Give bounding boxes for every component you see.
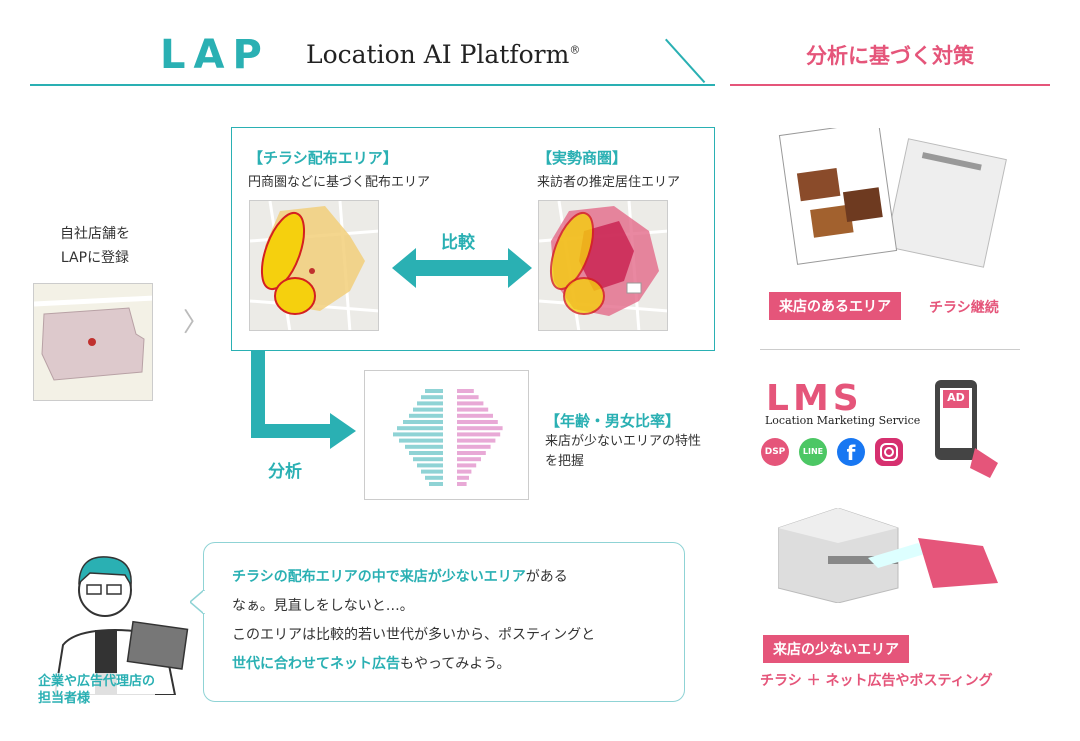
pyramid-bar-left <box>399 438 443 443</box>
analysis-label: 分析 <box>268 462 302 482</box>
lap-logo: LAP <box>160 32 270 78</box>
flyer-area-map <box>249 200 379 331</box>
age-pyramid-chart <box>364 370 529 500</box>
pyramid-bar-right <box>457 413 493 418</box>
pyramid-bar-left <box>405 444 443 449</box>
pyramid-bar-right <box>457 469 472 474</box>
pyramid-bar-left <box>409 413 443 418</box>
pyramid-bar-right <box>457 482 467 486</box>
pyramid-bar-left <box>421 395 443 400</box>
pyramid-bar-left <box>409 451 443 455</box>
pyramid-bar-left <box>417 401 443 406</box>
pyramid-bar-right <box>457 432 501 437</box>
bubble-text: チラシの配布エリアの中で来店が少ないエリアがある なぁ。見直しをしないと…。 こ… <box>232 569 596 672</box>
pyramid-bar-left <box>425 389 443 393</box>
pyramid-bar-left <box>413 407 443 412</box>
pyramid-bar-right <box>457 438 496 443</box>
persona-illustration <box>35 545 195 699</box>
logo-text: Location AI Platform® <box>306 40 581 69</box>
right-header-title: 分析に基づく対策 <box>806 44 974 68</box>
chevron-right-icon: 〉 <box>183 308 210 338</box>
age-ratio-desc: 来店が少ないエリアの特性 を把握 <box>545 434 702 469</box>
double-arrow-icon <box>392 246 532 294</box>
store-map <box>33 283 153 401</box>
pyramid-bar-right <box>457 444 491 449</box>
pyramid-bar-left <box>421 469 443 474</box>
right-divider <box>760 349 1020 350</box>
lms-logo: LMS <box>766 378 863 419</box>
pyramid-bar-left <box>413 457 443 462</box>
pyramid-bar-left <box>393 432 443 437</box>
actual-area-map <box>538 200 668 331</box>
flyer-area-title: 【チラシ配布エリア】 <box>248 149 398 167</box>
pyramid-bar-left <box>425 475 443 480</box>
dsp-icon: DSP <box>761 438 789 466</box>
register-text: 自社店舗を LAPに登録 <box>60 226 130 266</box>
persona-label: 企業や広告代理店の 担当者様 <box>38 673 156 707</box>
header-line-right <box>730 84 1050 86</box>
header-line-left <box>30 84 715 86</box>
mailbox-illustration <box>777 507 1003 607</box>
actual-area-title: 【実勢商圏】 <box>537 149 628 167</box>
bubble-tail <box>188 588 207 618</box>
lms-text: Location Marketing Service <box>765 414 921 427</box>
tag-visited-area: 来店のあるエリア <box>769 292 901 320</box>
store-pin-icon <box>88 338 96 346</box>
analysis-arrow-icon <box>248 351 358 455</box>
flyer-area-subtitle: 円商圏などに基づく配布エリア <box>248 175 431 190</box>
pyramid-bar-left <box>397 426 443 431</box>
comparison-box <box>231 127 715 351</box>
pyramid-bar-right <box>457 463 477 468</box>
header-slash <box>665 38 706 84</box>
pyramid-bar-left <box>429 482 443 486</box>
pyramid-bar-right <box>457 395 479 400</box>
line-icon: LINE <box>799 438 827 466</box>
pyramid-bar-right <box>457 475 469 480</box>
ad-label: AD <box>947 391 965 404</box>
facebook-icon: f <box>837 438 865 466</box>
pyramid-bar-right <box>457 457 481 462</box>
instagram-icon <box>875 438 903 466</box>
pyramid-bar-right <box>457 401 484 406</box>
pyramid-bar-right <box>457 389 474 393</box>
speech-bubble: チラシの配布エリアの中で来店が少ないエリアがある なぁ。見直しをしないと…。 こ… <box>203 542 685 702</box>
pyramid-bar-left <box>403 420 443 424</box>
age-ratio-title: 【年齢・男女比率】 <box>545 412 681 430</box>
pyramid-bar-right <box>457 407 489 412</box>
pyramid-bar-right <box>457 451 486 455</box>
flyer-illustration <box>778 121 1010 272</box>
tag-low-visit-action: チラシ ＋ ネット広告やポスティング <box>760 673 993 689</box>
compare-label: 比較 <box>441 233 475 253</box>
actual-area-subtitle: 来訪者の推定居住エリア <box>537 175 681 190</box>
pyramid-bar-right <box>457 420 498 424</box>
tag-low-visit-area: 来店の少ないエリア <box>763 635 909 663</box>
smartphone-hand-illustration <box>930 378 1000 482</box>
pyramid-bar-right <box>457 426 503 431</box>
pyramid-bar-left <box>417 463 443 468</box>
tag-visited-action: チラシ継続 <box>929 300 999 316</box>
